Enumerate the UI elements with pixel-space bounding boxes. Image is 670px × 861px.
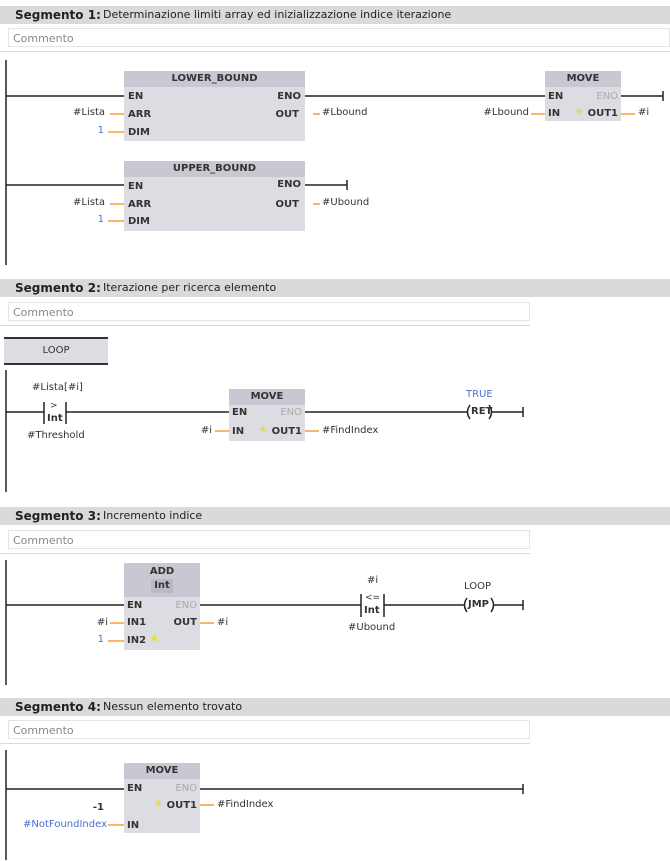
block-title: LOWER_BOUND [124,71,305,87]
coil-operand[interactable]: LOOP [464,581,491,592]
divider [0,325,530,326]
operand-lista[interactable]: #Lista [73,197,105,208]
pin-in: IN [127,820,140,831]
segment-3-header[interactable]: Segmento 3:Incremento indice [0,507,670,525]
pin-en: EN [128,91,144,102]
operand-findindex[interactable]: #FindIndex [217,799,274,810]
star-icon: ✳ [150,634,159,645]
pin-in2: IN2 [127,635,147,646]
operand-lbound[interactable]: #Lbound [322,107,368,118]
operand-i[interactable]: #i [96,617,108,628]
pin-out1: OUT1 [166,800,197,811]
pin-out: OUT [173,617,197,628]
pin-en: EN [232,407,248,418]
comparator-operator: > [50,401,58,411]
pin-out1: OUT1 [587,108,618,119]
segment-description: Incremento indice [103,509,203,522]
star-icon: ✳ [259,425,268,436]
comparator-operator: <= [365,593,381,603]
pin-out: OUT [275,199,299,210]
operand-i[interactable]: #i [217,617,229,628]
divider [0,743,530,744]
operand-constant[interactable]: 1 [97,634,104,645]
upper-bound-block[interactable]: UPPER_BOUND EN ARR DIM ENO OUT [124,161,305,231]
return-coil[interactable]: RET [471,406,493,417]
pin-eno: ENO [596,91,618,102]
contact-operand-bottom[interactable]: #Ubound [348,622,396,633]
segment-1-header[interactable]: Segmento 1:Determinazione limiti array e… [0,6,670,24]
jump-coil[interactable]: JMP [468,599,490,610]
pin-eno: ENO [277,91,301,102]
pin-dim: DIM [128,127,150,138]
pin-out: OUT [275,109,299,120]
operand-constant[interactable]: -1 [92,802,104,813]
pin-eno: ENO [175,600,197,611]
block-type[interactable]: Int [151,579,173,593]
block-name: ADD [149,566,175,577]
lower-bound-block[interactable]: LOWER_BOUND EN ARR DIM ENO OUT [124,71,305,141]
pin-en: EN [127,783,143,794]
pin-eno: ENO [277,179,301,190]
segment-title: Segmento 3: [15,509,101,523]
pin-in1: IN1 [127,617,147,628]
segment-description: Determinazione limiti array ed inizializ… [103,8,452,21]
move-block[interactable]: MOVE EN ENO IN ✳ OUT1 [545,71,621,121]
operand-findindex[interactable]: #FindIndex [322,425,379,436]
pin-arr: ARR [128,199,152,210]
operand-i[interactable]: #i [200,425,212,436]
move-block[interactable]: MOVE EN ENO IN ✳ OUT1 [229,389,305,441]
block-title: ADD Int [124,563,200,597]
move-block[interactable]: MOVE EN ENO ✳ OUT1 IN [124,763,200,833]
operand-dim[interactable]: 1 [97,214,104,225]
pin-in: IN [548,108,561,119]
operand-ubound[interactable]: #Ubound [322,197,370,208]
contact-operand-top[interactable]: #i [367,575,379,586]
block-title: MOVE [229,389,305,405]
pin-arr: ARR [128,109,152,120]
contact-operand-top[interactable]: #Lista[#i] [32,382,83,393]
pin-en: EN [127,600,143,611]
comparator-type: Int [47,413,63,424]
segment-description: Iterazione per ricerca elemento [103,281,277,294]
operand-lista[interactable]: #Lista [73,107,105,118]
segment-3-comment[interactable]: Commento [8,530,530,549]
star-icon: ✳ [154,799,163,810]
operand-i[interactable]: #i [638,107,650,118]
pin-in: IN [232,426,245,437]
block-title: MOVE [124,763,200,779]
pin-en: EN [548,91,564,102]
divider [0,553,530,554]
segment-1-comment[interactable]: Commento [8,28,670,47]
pin-out1: OUT1 [271,426,302,437]
pin-eno: ENO [175,783,197,794]
coil-operand[interactable]: TRUE [466,389,493,400]
operand-lbound[interactable]: #Lbound [483,107,529,118]
pin-dim: DIM [128,216,150,227]
segment-2-header[interactable]: Segmento 2:Iterazione per ricerca elemen… [0,279,670,297]
operand-notfoundindex[interactable]: #NotFoundIndex [23,819,107,830]
pin-eno: ENO [280,407,302,418]
comparator-type: Int [364,605,380,616]
block-title: MOVE [545,71,621,87]
segment-description: Nessun elemento trovato [103,700,243,713]
star-icon: ✳ [575,107,584,118]
segment-2-comment[interactable]: Commento [8,302,530,321]
segment-title: Segmento 2: [15,281,101,295]
segment-4-comment[interactable]: Commento [8,720,530,739]
block-title: UPPER_BOUND [124,161,305,177]
pin-en: EN [128,181,144,192]
contact-operand-bottom[interactable]: #Threshold [27,430,85,441]
operand-dim[interactable]: 1 [97,125,104,136]
segment-title: Segmento 1: [15,8,101,22]
add-block[interactable]: ADD Int EN ENO IN1 OUT IN2 ✳ [124,563,200,650]
segment-4-header[interactable]: Segmento 4:Nessun elemento trovato [0,698,670,716]
divider [0,51,670,52]
jump-label-loop[interactable]: LOOP [4,337,108,365]
segment-title: Segmento 4: [15,700,101,714]
